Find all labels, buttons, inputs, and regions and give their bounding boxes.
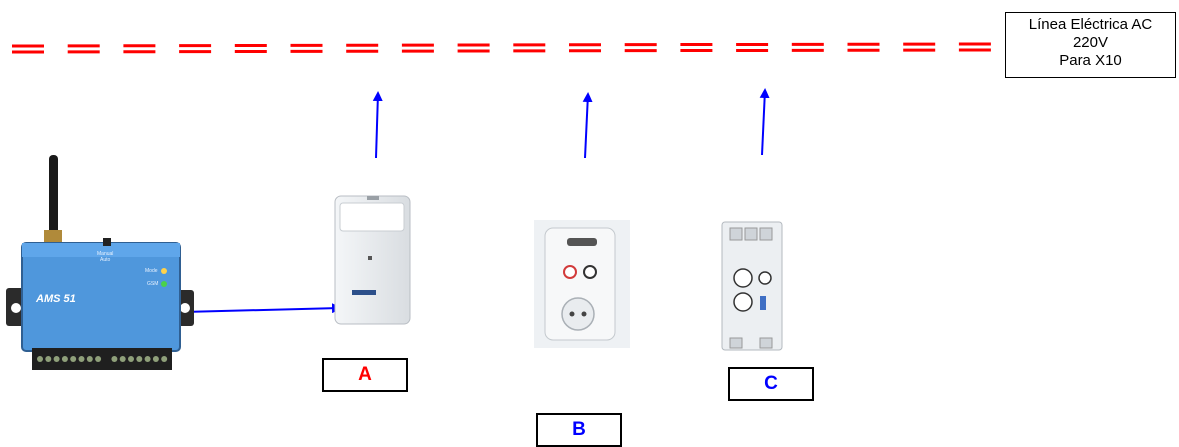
mode-led [161, 268, 167, 274]
arrow-c-to-line [759, 88, 770, 156]
controller-gsm-label: GSM [147, 281, 159, 287]
module-a-tag: A [322, 358, 408, 392]
terminal-screw [152, 356, 159, 362]
terminal-screw [144, 356, 151, 362]
ac-line-title: Línea Eléctrica AC [1028, 16, 1153, 33]
terminal-screw [161, 356, 168, 362]
controller-mode-label: Mode [145, 268, 158, 274]
terminal-screw [95, 356, 102, 362]
socket-icon [561, 297, 595, 331]
terminal-screw [61, 356, 68, 362]
terminal-screw [119, 356, 126, 362]
antenna-icon [49, 155, 58, 237]
ac-line-voltage: 220V [1072, 34, 1109, 51]
module-c-tag: C [728, 367, 814, 401]
power-line [12, 42, 991, 54]
module-b-tag: B [536, 413, 622, 447]
arrow-a-to-line [372, 91, 383, 159]
terminal-screw [86, 356, 93, 362]
controller-device [6, 155, 194, 370]
arrow-controller-to-a [182, 303, 342, 314]
terminal-screw [53, 356, 60, 362]
terminal-screw [136, 356, 143, 362]
diagram-canvas [6, 42, 991, 370]
controller-manual-label: Manual [97, 251, 114, 257]
terminal-screw [37, 356, 43, 362]
terminal-screw [45, 356, 52, 362]
controller-auto-label: Auto [100, 257, 111, 263]
module-c-device [721, 221, 783, 351]
terminal-screw [128, 356, 134, 362]
terminal-screw [111, 356, 118, 362]
controller-model-label: AMS 51 [36, 293, 76, 305]
terminal-screw [78, 356, 85, 362]
terminal-screw [70, 356, 77, 362]
module-a-device [334, 195, 411, 325]
arrow-b-to-line [582, 92, 593, 159]
module-b-device [534, 220, 630, 348]
ac-line-label: Línea Eléctrica AC 220V Para X10 [1005, 12, 1176, 78]
terminal-block [32, 348, 172, 370]
gsm-led [161, 281, 167, 287]
ac-line-protocol: Para X10 [1059, 52, 1122, 69]
